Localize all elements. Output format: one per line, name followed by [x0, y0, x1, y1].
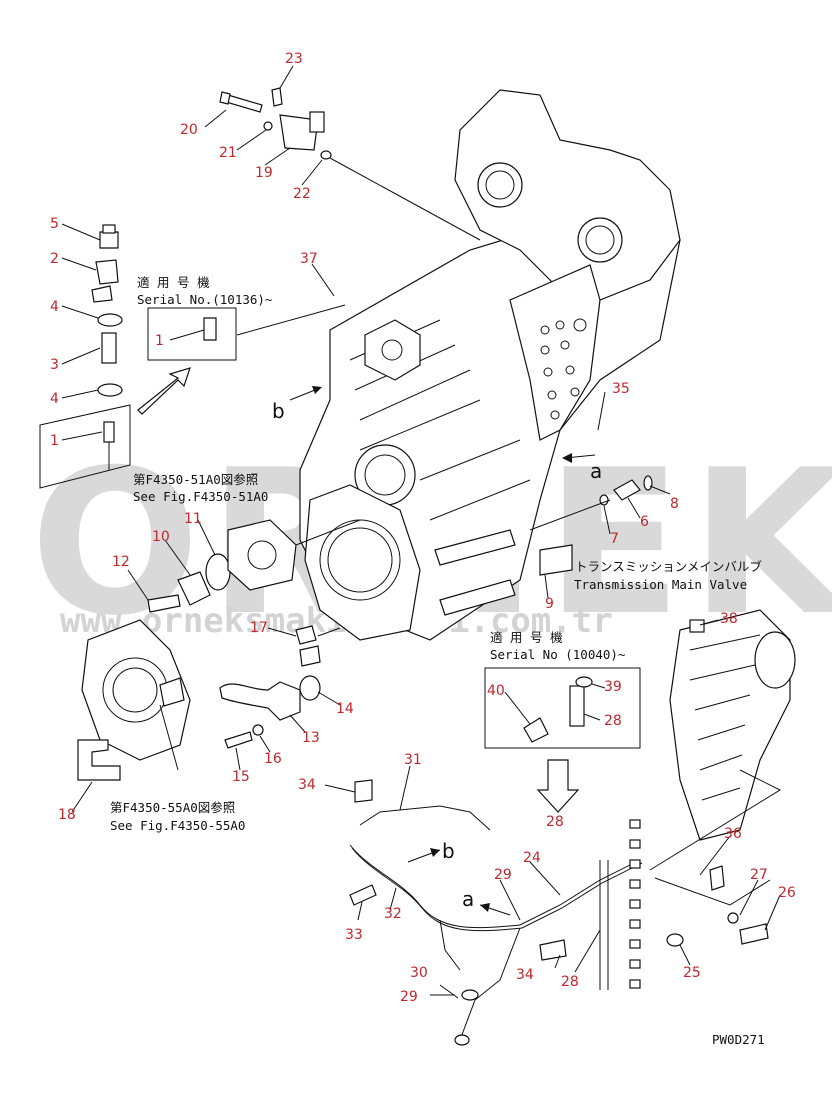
switch-stack: [39, 224, 131, 489]
callout-38: 38: [720, 611, 738, 627]
callout-24: 24: [523, 850, 541, 866]
callout-3: 3: [50, 357, 59, 373]
callout-7: 7: [610, 531, 619, 547]
main-valve: [649, 609, 796, 871]
applicable-box-2: [484, 667, 641, 813]
callout-28-box: 28: [604, 713, 622, 729]
valve-name-jp: トランスミッションメインバルブ: [575, 559, 762, 574]
valve-mount-holes: [540, 318, 587, 420]
callout-39: 39: [604, 679, 622, 695]
callout-36: 36: [724, 826, 742, 842]
callout-19: 19: [255, 165, 273, 181]
callout-31: 31: [404, 752, 422, 768]
callout-1-stack: 1: [50, 433, 59, 449]
callout-17: 17: [250, 620, 268, 636]
view-letter-b-top: b: [272, 399, 285, 423]
leader-lines: [61, 65, 781, 999]
callout-25: 25: [683, 965, 701, 981]
callout-12: 12: [112, 554, 130, 570]
callout-9: 9: [545, 596, 554, 612]
callout-10: 10: [152, 529, 170, 545]
plug-group: [529, 475, 653, 576]
callout-4-upper: 4: [50, 299, 59, 315]
callout-30: 30: [410, 965, 428, 981]
view-letter-a-right: a: [590, 459, 602, 483]
callout-32: 32: [384, 906, 402, 922]
callout-14: 14: [336, 701, 354, 717]
callout-1-box: 1: [155, 333, 164, 349]
view-letter-labels: b a b a: [272, 399, 602, 911]
view-arrows: [289, 386, 596, 916]
callout-18: 18: [58, 807, 76, 823]
callout-6: 6: [640, 514, 649, 530]
callout-28-mid: 28: [546, 814, 564, 830]
reference-51-jp: 第F4350-51A0図参照: [133, 472, 258, 487]
callout-33: 33: [345, 927, 363, 943]
oil-pipe-group: [219, 625, 341, 749]
callout-13: 13: [302, 730, 320, 746]
callout-4-lower: 4: [50, 391, 59, 407]
valve-name-en: Transmission Main Valve: [574, 577, 747, 592]
callout-28-bottom: 28: [561, 974, 579, 990]
view-letter-a-bottom: a: [462, 887, 474, 911]
callout-20: 20: [180, 122, 198, 138]
callout-8: 8: [670, 496, 679, 512]
callout-40: 40: [487, 683, 505, 699]
drawing-code: PW0D271: [712, 1032, 765, 1047]
serial-note-1: Serial No.(10136)~: [137, 292, 272, 307]
serial-note-2: Serial No (10040)~: [490, 647, 625, 662]
callout-22: 22: [293, 186, 311, 202]
callout-34-left: 34: [298, 777, 316, 793]
connector-row: [629, 819, 641, 989]
callout-26: 26: [778, 885, 796, 901]
callout-16: 16: [264, 751, 282, 767]
sensor-assembly-top: [219, 87, 481, 241]
callout-35: 35: [612, 381, 630, 397]
callout-27: 27: [750, 867, 768, 883]
part-callouts: 23 20 21 19 22 37 5 2 4 3 4 1 1 35 8 6 7…: [50, 51, 796, 1005]
applicable-jp-1: 適 用 号 機: [137, 275, 210, 290]
transmission-case: [299, 89, 681, 641]
callout-34-bottom: 34: [516, 967, 534, 983]
notes: 適 用 号 機 Serial No.(10136)~ 第F4350-51A0図参…: [110, 275, 765, 1047]
reference-55-jp: 第F4350-55A0図参照: [110, 800, 235, 815]
callout-2: 2: [50, 251, 59, 267]
callout-29-lower: 29: [400, 989, 418, 1005]
reference-55-en: See Fig.F4350-55A0: [110, 818, 245, 833]
callout-37: 37: [300, 251, 318, 267]
applicable-jp-2: 適 用 号 機: [490, 630, 563, 645]
callout-21: 21: [219, 145, 237, 161]
applicable-box-1: [137, 304, 346, 415]
front-cover-group: [77, 519, 361, 781]
reference-51-en: See Fig.F4350-51A0: [133, 489, 268, 504]
callout-29-upper: 29: [494, 867, 512, 883]
callout-11: 11: [184, 511, 202, 527]
callout-23: 23: [285, 51, 303, 67]
callout-15: 15: [232, 769, 250, 785]
view-letter-b-bottom: b: [442, 839, 455, 863]
callout-5: 5: [50, 216, 59, 232]
